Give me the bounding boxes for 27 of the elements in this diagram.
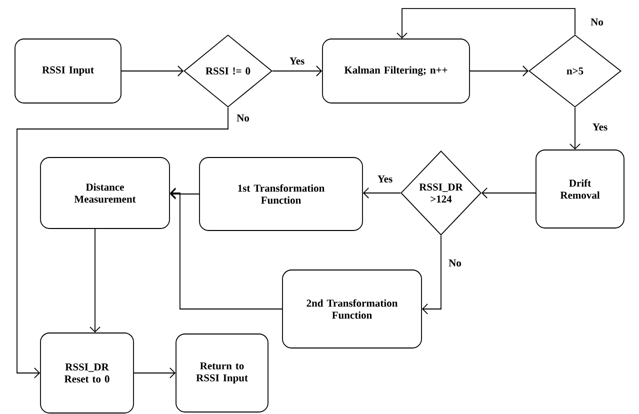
process-box: RSSI_DR Reset to 0 <box>40 332 134 414</box>
arrow <box>170 188 200 200</box>
arrow <box>470 66 529 76</box>
arrow <box>134 368 176 378</box>
process-box: RSSI Input <box>14 38 122 104</box>
edge-label: No <box>236 114 250 122</box>
arrow <box>121 66 184 76</box>
edge-label: Yes <box>288 56 306 66</box>
arrow <box>422 235 442 314</box>
process-box: Kalman Filtering; n++ <box>322 38 470 104</box>
edge-label: No <box>448 258 462 268</box>
arrow <box>362 188 401 198</box>
arrow <box>16 107 228 378</box>
arrow <box>481 188 536 198</box>
process-box: 1st Transformation Function <box>199 157 363 231</box>
edge-label: No <box>590 18 604 26</box>
arrow <box>272 66 322 76</box>
process-box: Distance Measurement <box>40 157 170 229</box>
process-box: 2nd Transformation Function <box>282 270 422 348</box>
process-box: Return to RSSI Input <box>176 334 268 412</box>
arrow <box>570 107 580 150</box>
edge-label: Yes <box>591 122 609 132</box>
arrow <box>396 8 576 39</box>
arrow <box>90 228 100 333</box>
process-box: Drift Removal <box>536 150 624 228</box>
edge-label: Yes <box>376 174 394 184</box>
arrow <box>170 188 282 310</box>
